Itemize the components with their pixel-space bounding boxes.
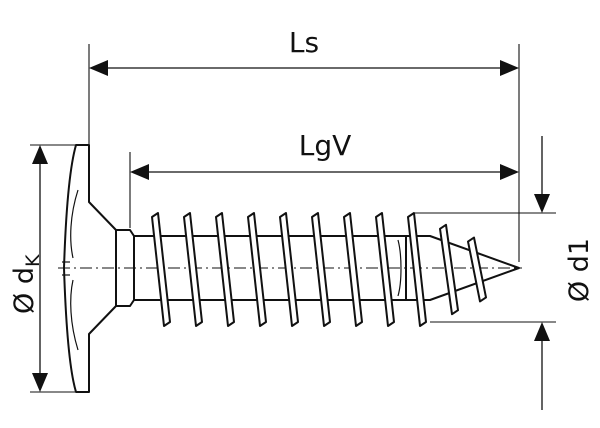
thread-crest	[311, 212, 331, 327]
dk-subscript: K	[22, 254, 44, 267]
dk-arrow-top	[32, 145, 48, 164]
ls-arrow-left	[89, 60, 108, 76]
thread-crest	[183, 212, 203, 327]
thread-crest	[467, 236, 487, 303]
thread-crest	[215, 212, 235, 327]
head-recess-lower	[70, 279, 79, 351]
thread-crest	[375, 212, 395, 327]
lgv-arrow-right	[500, 164, 519, 180]
thread-crest	[343, 212, 363, 327]
thread-diameter-dimension: Ø d1	[534, 136, 595, 410]
thread-crest	[439, 223, 459, 316]
head-recess-upper	[70, 189, 79, 259]
dk-label: Ø dK	[9, 254, 44, 314]
extension-lines	[30, 44, 556, 393]
lgv-arrow-left	[130, 164, 149, 180]
dk-arrow-bottom	[32, 373, 48, 392]
screw	[58, 144, 522, 393]
thread-length-dimension: LgV	[130, 129, 519, 180]
ls-label: Ls	[289, 26, 319, 59]
d1-label: Ø d1	[564, 238, 595, 302]
thread-crest	[151, 212, 171, 327]
d1-arrow-bottom	[534, 322, 550, 341]
thread-crest	[247, 212, 267, 327]
head-diameter-dimension: Ø dK	[9, 145, 48, 392]
thread-crest	[279, 212, 299, 327]
dk-symbol: Ø d	[9, 267, 40, 314]
ls-arrow-right	[500, 60, 519, 76]
thread-crest	[407, 212, 427, 327]
thread-crests	[151, 212, 487, 327]
d1-arrow-top	[534, 194, 550, 213]
overall-length-dimension: Ls	[89, 26, 519, 76]
lgv-label: LgV	[299, 129, 352, 162]
